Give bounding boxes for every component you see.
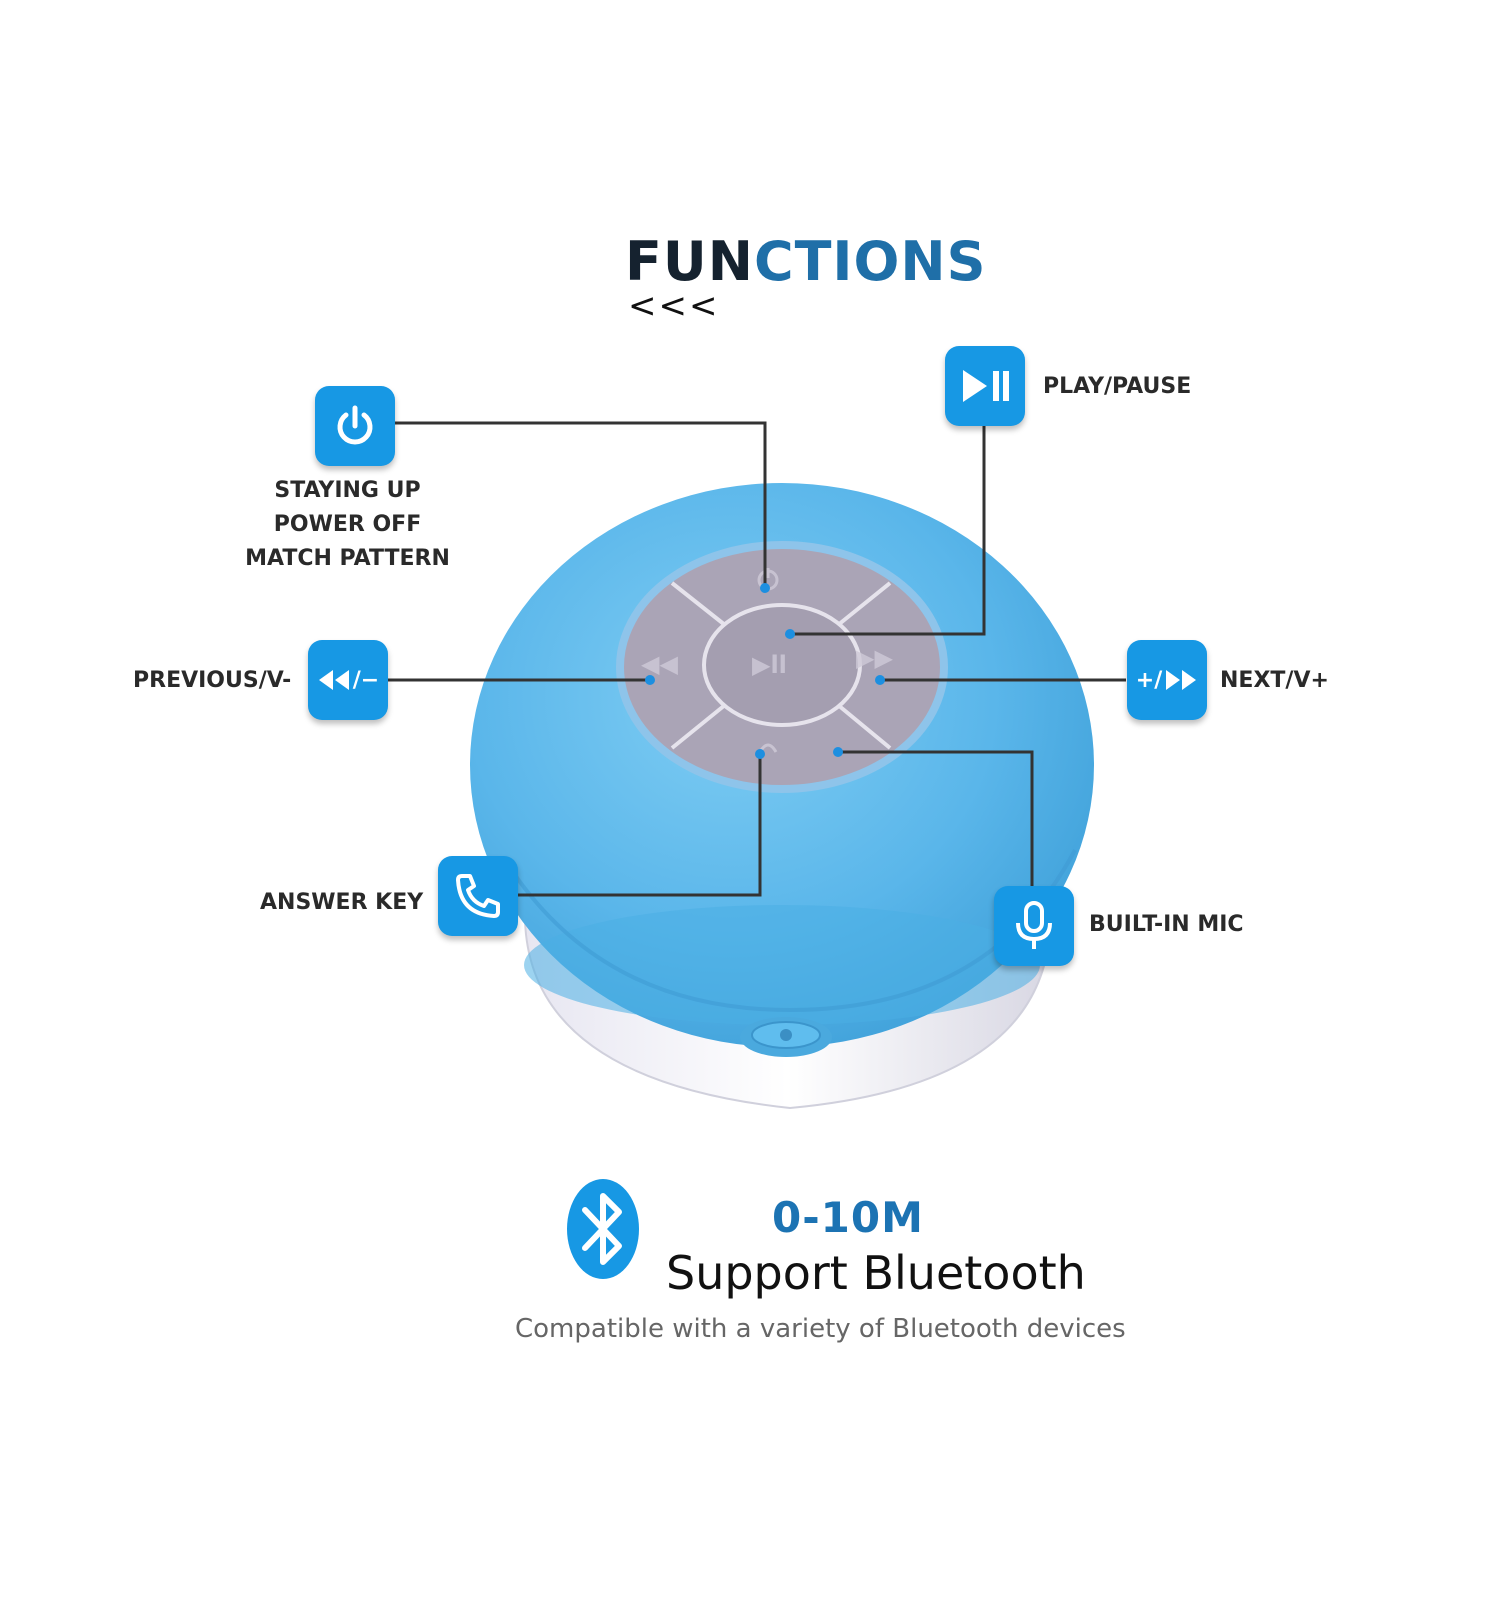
built-in-mic-label: BUILT-IN MIC	[1089, 912, 1244, 937]
bluetooth-range: 0-10M	[772, 1193, 924, 1242]
power-label-line-2: POWER OFF	[273, 512, 422, 537]
control-pad: ▶ll ◀◀ ▶▶	[616, 541, 948, 793]
svg-text:▶ll: ▶ll	[752, 651, 787, 679]
title-chevrons: <<<	[628, 286, 720, 326]
plus-fast-forward-icon: +/	[1127, 640, 1207, 720]
phone-icon	[438, 856, 518, 936]
power-label-line-3: MATCH PATTERN	[245, 546, 450, 571]
previous-icon-text: /−	[352, 667, 380, 693]
next-icon-text: +/	[1135, 667, 1163, 693]
next-label: NEXT/V+	[1220, 668, 1329, 693]
power-icon	[315, 386, 395, 466]
play-pause-icon	[945, 346, 1025, 426]
microphone-icon	[994, 886, 1074, 966]
power-label: STAYING UP POWER OFF MATCH PATTERN	[235, 474, 460, 576]
svg-text:▶▶: ▶▶	[856, 644, 893, 672]
power-label-line-1: STAYING UP	[274, 478, 421, 503]
compatibility-text: Compatible with a variety of Bluetooth d…	[515, 1314, 1126, 1344]
leader-dots	[645, 583, 885, 759]
charging-port	[740, 1017, 832, 1057]
svg-text:◀◀: ◀◀	[641, 650, 678, 678]
previous-label: PREVIOUS/V-	[133, 668, 292, 693]
leader-lines	[388, 421, 1126, 897]
play-pause-label: PLAY/PAUSE	[1043, 374, 1192, 399]
page-title: FUNCTIONS	[625, 230, 987, 293]
bluetooth-icon	[567, 1178, 639, 1284]
support-bluetooth-text: Support Bluetooth	[666, 1246, 1086, 1300]
rewind-minus-icon: /−	[308, 640, 388, 720]
answer-key-label: ANSWER KEY	[260, 890, 424, 915]
